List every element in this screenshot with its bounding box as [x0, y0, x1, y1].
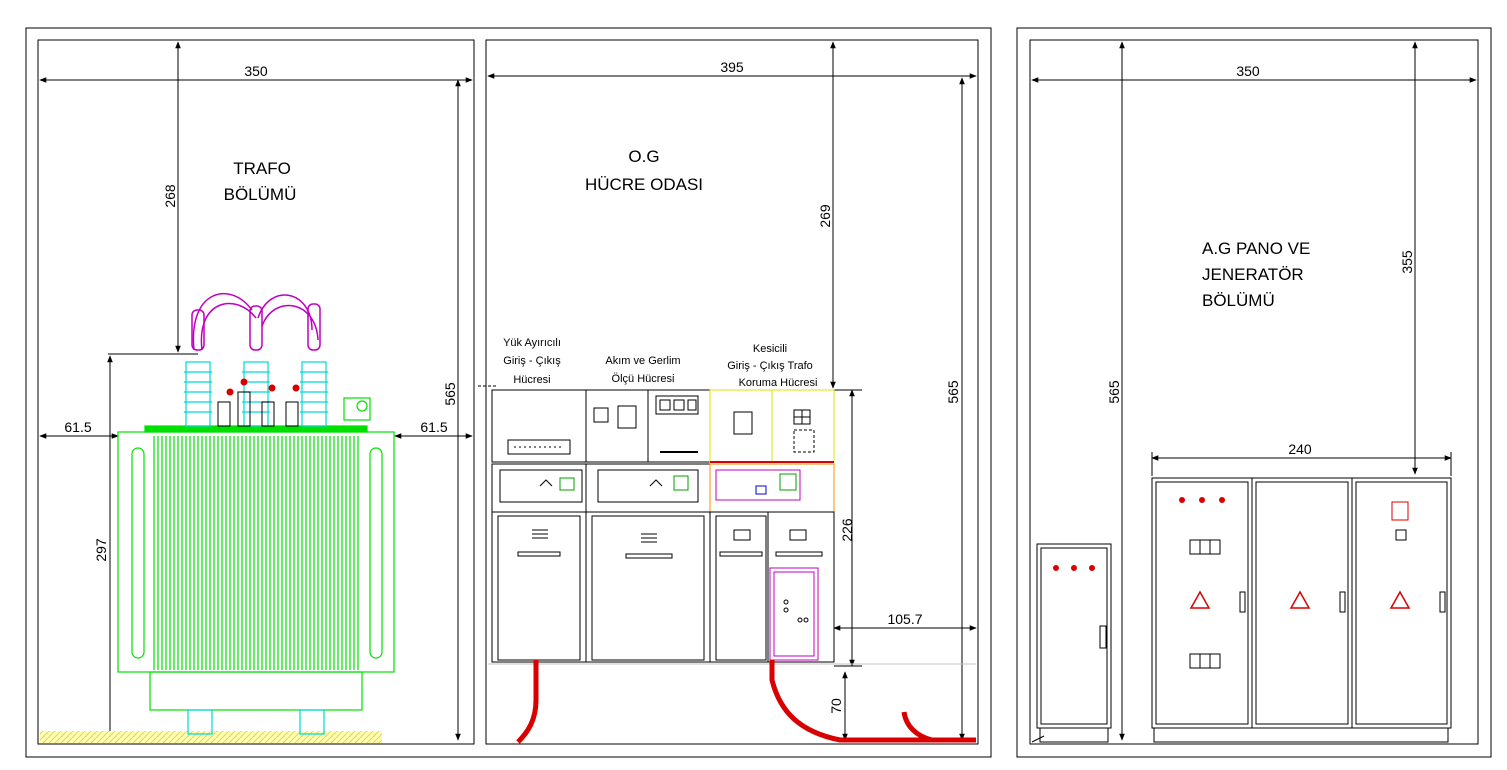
generator-cabinet: [1036, 543, 1112, 743]
og-cables: [516, 660, 976, 744]
ag-title-line-1: A.G PANO VE: [1202, 239, 1310, 258]
trafo-body-height-dim: 297: [93, 538, 109, 562]
trafo-top-dim: 268: [162, 184, 178, 208]
og-side-clearance: 105.7: [887, 611, 922, 627]
ag-width-dim: 350: [1236, 63, 1260, 79]
cell-3-middle: [709, 463, 835, 513]
cell-1-label-line-2: Giriş - Çıkış: [503, 355, 561, 367]
og-cell-labels: Yük Ayırıcılı Giriş - Çıkış Hücresi Akım…: [503, 337, 817, 389]
trafo-left-clearance: 61.5: [64, 419, 91, 435]
ag-top-dim: 355: [1399, 250, 1415, 274]
cell-2-label-line-1: Akım ve Gerlim: [605, 355, 680, 367]
trafo-title: TRAFO BÖLÜMÜ: [224, 159, 297, 204]
lv-bushings: [217, 378, 300, 427]
indicator-lamp-icon: [1053, 565, 1059, 571]
ag-dimensions: 350 565 355 240: [1031, 41, 1477, 743]
ag-height-dim: 565: [1106, 380, 1122, 404]
room-ag: [1029, 39, 1479, 745]
warning-lightning-icon: [1189, 590, 1211, 609]
hv-bushings: [184, 361, 328, 427]
cell-1-top: [491, 389, 587, 463]
cell-1-label-line-1: Yük Ayırıcılı: [503, 337, 561, 349]
trafo-section: TRAFO BÖLÜMÜ 350 268 565 61.5 61.5 297: [39, 41, 473, 743]
og-trench-depth: 70: [828, 698, 844, 714]
og-width-dim: 395: [720, 59, 744, 75]
cell-3-label-line-2: Giriş - Çıkış Trafo: [727, 360, 813, 372]
indicator-lamp-icon: [1089, 565, 1095, 571]
door-handle-icon: [1439, 591, 1446, 613]
cell-1-label-line-3: Hücresi: [513, 374, 550, 386]
og-height-dim: 565: [945, 380, 961, 404]
trafo-title-line-1: TRAFO: [233, 159, 291, 178]
og-title-line-2: HÜCRE ODASI: [585, 175, 703, 194]
transformer-feet: [187, 709, 325, 735]
frame-left-building: [25, 27, 992, 758]
door-handle-icon: [1339, 591, 1346, 613]
trafo-width-dim: 350: [244, 63, 268, 79]
indicator-lamp-icon: [1179, 497, 1185, 503]
warning-signs: [1189, 590, 1411, 609]
frames: [25, 27, 1492, 758]
indicator-lamp-icon: [1071, 565, 1077, 571]
og-dimensions: 395 269 565 226 105.7 70: [478, 41, 977, 741]
cell-3-label-line-3: Koruma Hücresi: [739, 377, 818, 389]
lv-panels: [1151, 477, 1452, 743]
indicator-lamp-icon: [1199, 497, 1205, 503]
cell-1-middle: [491, 463, 587, 513]
transformer: [117, 397, 395, 711]
og-title: O.G HÜCRE ODASI: [585, 147, 703, 194]
cell-2-middle: [585, 463, 711, 513]
trafo-title-line-2: BÖLÜMÜ: [224, 185, 297, 204]
cell-2-label-line-2: Ölçü Hücresi: [612, 373, 675, 385]
og-top-dim: 269: [817, 204, 833, 228]
trafo-floor-hatch: [40, 731, 382, 743]
og-panel-height-dim: 226: [839, 518, 855, 542]
ag-section: A.G PANO VE JENERATÖR BÖLÜMÜ 350 565 355…: [1031, 41, 1477, 743]
trafo-right-clearance: 61.5: [420, 419, 447, 435]
frame-right-building: [1016, 27, 1492, 758]
room-og: [485, 39, 979, 745]
warning-lightning-icon: [1289, 590, 1311, 609]
transformer-cooling-fins: [153, 436, 359, 670]
ag-panel-width-dim: 240: [1288, 441, 1312, 457]
warning-lightning-icon: [1389, 590, 1411, 609]
trafo-dimensions: 350 268 565 61.5 61.5 297: [39, 41, 473, 741]
hv-cable-terminations: [191, 292, 321, 351]
room-trafo: [37, 39, 475, 745]
ag-title: A.G PANO VE JENERATÖR BÖLÜMÜ: [1202, 239, 1310, 310]
ag-title-line-2: JENERATÖR: [1202, 265, 1304, 284]
og-switchgear: [488, 389, 976, 665]
cell-3-label-line-1: Kesicili: [753, 343, 787, 355]
door-handle-icon: [1239, 591, 1246, 613]
ag-title-line-3: BÖLÜMÜ: [1202, 291, 1275, 310]
indicator-lamp-icon: [1219, 497, 1225, 503]
og-title-line-1: O.G: [628, 147, 659, 166]
trafo-height-dim: 565: [442, 382, 458, 406]
og-section: O.G HÜCRE ODASI 395 269 565 226 105.7 70…: [478, 41, 977, 744]
cell-3-bottom: [709, 511, 835, 663]
